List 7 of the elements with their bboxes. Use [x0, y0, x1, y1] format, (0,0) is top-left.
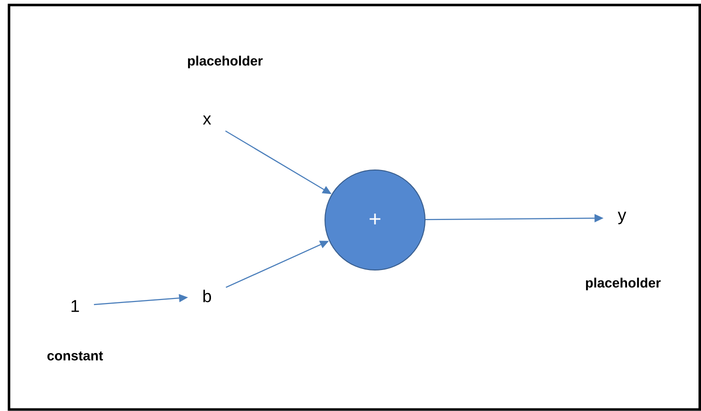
node-caption: constant: [47, 352, 103, 360]
node-caption: placeholder: [586, 278, 661, 290]
variable-label: y: [618, 212, 626, 224]
variable-label: b: [203, 290, 212, 302]
variable-label: 1: [72, 300, 79, 312]
node-caption: placeholder: [188, 56, 263, 68]
variable-label: x: [202, 116, 212, 124]
